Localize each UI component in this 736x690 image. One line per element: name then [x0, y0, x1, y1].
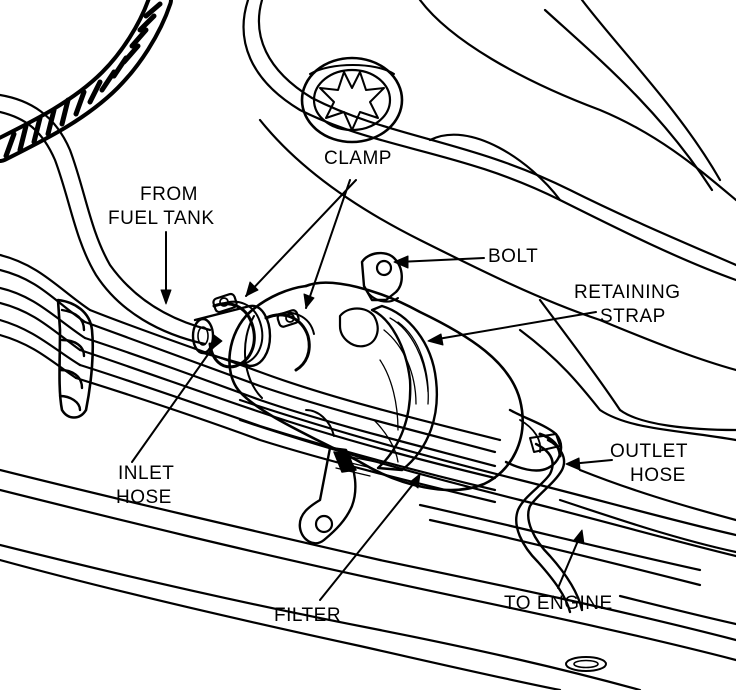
arrowheads: [160, 255, 585, 545]
label-inlet-hose-line1: INLET: [118, 463, 175, 484]
label-retaining-strap-line1: RETAINING: [574, 282, 681, 303]
label-from-fuel-tank-line2: FUEL TANK: [108, 208, 215, 229]
label-from-fuel-tank-line1: FROM: [140, 184, 198, 205]
inlet-hose: [191, 304, 272, 368]
grommet: [300, 56, 404, 144]
fuel-tank-line: [0, 93, 212, 346]
leader-lines: [131, 179, 613, 601]
filter-canister: [228, 251, 563, 545]
label-inlet-hose-line2: HOSE: [116, 487, 172, 508]
outlet-hose: [515, 432, 584, 614]
label-to-engine: TO ENGINE: [504, 593, 613, 614]
label-bolt: BOLT: [488, 246, 539, 267]
label-filter: FILTER: [274, 605, 342, 626]
label-outlet-hose-line1: OUTLET: [610, 441, 688, 462]
wiring-conduit: [0, 0, 173, 163]
label-retaining-strap-line2: STRAP: [600, 306, 666, 327]
label-clamp: CLAMP: [324, 148, 392, 169]
label-outlet-hose-line2: HOSE: [630, 465, 686, 486]
body-panel-lines: [242, 0, 736, 442]
line-bundle: [0, 253, 502, 504]
inlet-clamps: [208, 292, 315, 372]
frame-rail: [0, 398, 736, 690]
